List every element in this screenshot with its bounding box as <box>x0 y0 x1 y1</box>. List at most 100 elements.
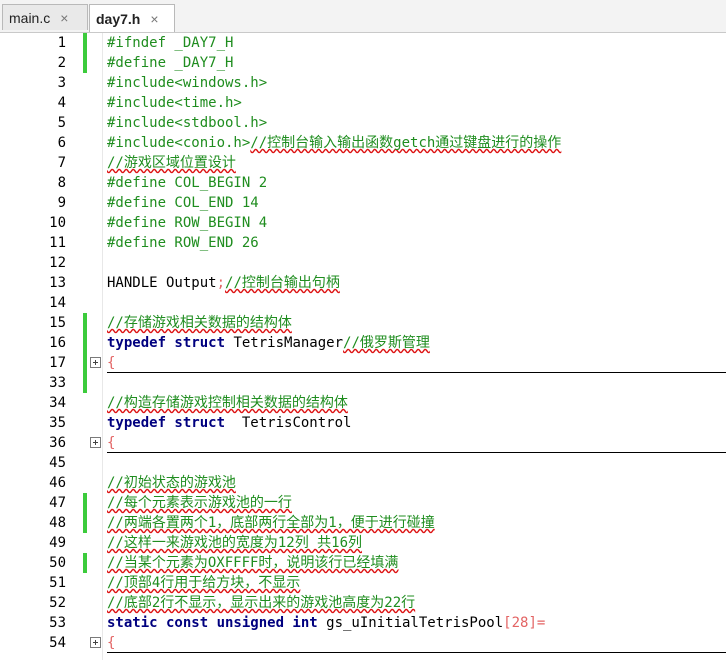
change-marker <box>83 553 87 573</box>
line-number: 2 <box>57 55 66 71</box>
code-token: #ifndef _DAY7_H <box>107 35 234 51</box>
line-number: 51 <box>49 575 66 591</box>
code-line[interactable]: 47//每个元素表示游戏池的一行 <box>0 493 726 513</box>
code-token: //这样一来游戏池的宽度为12列 共16列 <box>107 535 363 551</box>
code-line[interactable]: 10 #define ROW_BEGIN 4 <box>0 213 726 233</box>
code-text: #define ROW_BEGIN 4 <box>107 213 267 233</box>
code-line[interactable]: 15 //存储游戏相关数据的结构体 <box>0 313 726 333</box>
line-number: 10 <box>49 215 66 231</box>
code-line[interactable]: 33 <box>0 373 726 393</box>
code-token: #include<stdbool.h> <box>107 115 268 131</box>
code-token: { <box>107 435 116 451</box>
code-text: #include<time.h> <box>107 93 242 113</box>
code-line[interactable]: 17{ <box>0 353 726 373</box>
line-number: 7 <box>57 155 66 171</box>
code-line[interactable]: 46//初始状态的游戏池 <box>0 473 726 493</box>
code-text: static const unsigned int gs_uInitialTet… <box>107 613 545 633</box>
gutter-separator <box>102 33 103 660</box>
code-token: //顶部4行用于给方块，不显示 <box>107 575 301 591</box>
code-text: #ifndef _DAY7_H <box>107 33 233 53</box>
line-number: 50 <box>49 555 66 571</box>
code-text: #include<stdbool.h> <box>107 113 267 133</box>
code-line[interactable]: 1 #ifndef _DAY7_H <box>0 33 726 53</box>
change-marker <box>83 513 87 533</box>
code-line[interactable]: 7//游戏区域位置设计 <box>0 153 726 173</box>
code-line[interactable]: 4#include<time.h> <box>0 93 726 113</box>
line-number: 52 <box>49 595 66 611</box>
line-number: 6 <box>57 135 66 151</box>
line-number: 46 <box>49 475 66 491</box>
code-line[interactable]: 12 <box>0 253 726 273</box>
code-token: HANDLE Output <box>107 275 217 291</box>
code-line[interactable]: 50 //当某个元素为OXFFFF时，说明该行已经填满 <box>0 553 726 573</box>
code-token: typedef struct <box>107 415 226 431</box>
code-token: [28]= <box>503 615 546 631</box>
code-line[interactable]: 6#include<conio.h>//控制台输入输出函数getch通过键盘进行… <box>0 133 726 153</box>
code-token: #define ROW_END 26 <box>107 235 259 251</box>
code-text: //构造存储游戏控制相关数据的结构体 <box>107 393 348 413</box>
line-number: 14 <box>49 295 66 311</box>
code-text: //当某个元素为OXFFFF时，说明该行已经填满 <box>107 553 398 573</box>
line-number: 34 <box>49 395 66 411</box>
code-line[interactable]: 8#define COL_BEGIN 2 <box>0 173 726 193</box>
fold-expand-icon[interactable] <box>90 357 101 368</box>
code-line[interactable]: 11 #define ROW_END 26 <box>0 233 726 253</box>
code-line[interactable]: 2 #define _DAY7_H <box>0 53 726 73</box>
code-text: #define COL_END 14 <box>107 193 259 213</box>
close-icon[interactable]: × <box>60 9 69 26</box>
close-icon[interactable]: × <box>150 10 159 27</box>
code-token: //存储游戏相关数据的结构体 <box>107 315 292 331</box>
code-token: { <box>107 635 116 651</box>
line-number: 12 <box>49 255 66 271</box>
code-line[interactable]: 3#include<windows.h> <box>0 73 726 93</box>
code-token: #define COL_BEGIN 2 <box>107 175 268 191</box>
tab-bar: main.c × day7.h × <box>0 0 726 33</box>
tab-main-c[interactable]: main.c × <box>2 4 88 30</box>
change-marker <box>83 333 87 353</box>
code-token: ; <box>216 275 226 291</box>
line-number: 11 <box>49 235 66 251</box>
code-token: #define _DAY7_H <box>107 55 234 71</box>
code-line[interactable]: 49 //这样一来游戏池的宽度为12列 共16列 <box>0 533 726 553</box>
line-number: 15 <box>49 315 66 331</box>
change-marker <box>83 373 87 393</box>
code-line[interactable]: 48//两端各置两个1，底部两行全部为1，便于进行碰撞 <box>0 513 726 533</box>
code-token: //控制台输出句柄 <box>225 275 340 291</box>
line-number: 33 <box>49 375 66 391</box>
code-line[interactable]: 52//底部2行不显示，显示出来的游戏池高度为22行 <box>0 593 726 613</box>
code-line[interactable]: 54{ <box>0 633 726 653</box>
code-text: //存储游戏相关数据的结构体 <box>107 313 292 333</box>
code-line[interactable]: 14 <box>0 293 726 313</box>
code-text: //顶部4行用于给方块，不显示 <box>107 573 300 593</box>
code-line[interactable]: 45 <box>0 453 726 473</box>
tab-day7-h[interactable]: day7.h × <box>89 4 175 32</box>
code-token: gs_uInitialTetrisPool <box>317 615 504 631</box>
line-number: 1 <box>57 35 66 51</box>
code-token: #define COL_END 14 <box>107 195 259 211</box>
change-marker <box>83 313 87 333</box>
code-line[interactable]: 9#define COL_END 14 <box>0 193 726 213</box>
code-token: { <box>107 355 116 371</box>
code-text: { <box>107 433 115 453</box>
code-line[interactable]: 51 //顶部4行用于给方块，不显示 <box>0 573 726 593</box>
fold-line <box>107 452 726 453</box>
line-number: 5 <box>57 115 66 131</box>
code-text: //每个元素表示游戏池的一行 <box>107 493 292 513</box>
code-text: { <box>107 353 115 373</box>
fold-expand-icon[interactable] <box>90 637 101 648</box>
line-number: 35 <box>49 415 66 431</box>
change-marker <box>83 53 87 73</box>
fold-expand-icon[interactable] <box>90 437 101 448</box>
line-number: 49 <box>49 535 66 551</box>
code-line[interactable]: 36{ <box>0 433 726 453</box>
code-text: //这样一来游戏池的宽度为12列 共16列 <box>107 533 362 553</box>
code-line[interactable]: 5 #include<stdbool.h> <box>0 113 726 133</box>
line-number: 3 <box>57 75 66 91</box>
code-token: TetrisManager <box>225 335 344 351</box>
code-line[interactable]: 34 //构造存储游戏控制相关数据的结构体 <box>0 393 726 413</box>
